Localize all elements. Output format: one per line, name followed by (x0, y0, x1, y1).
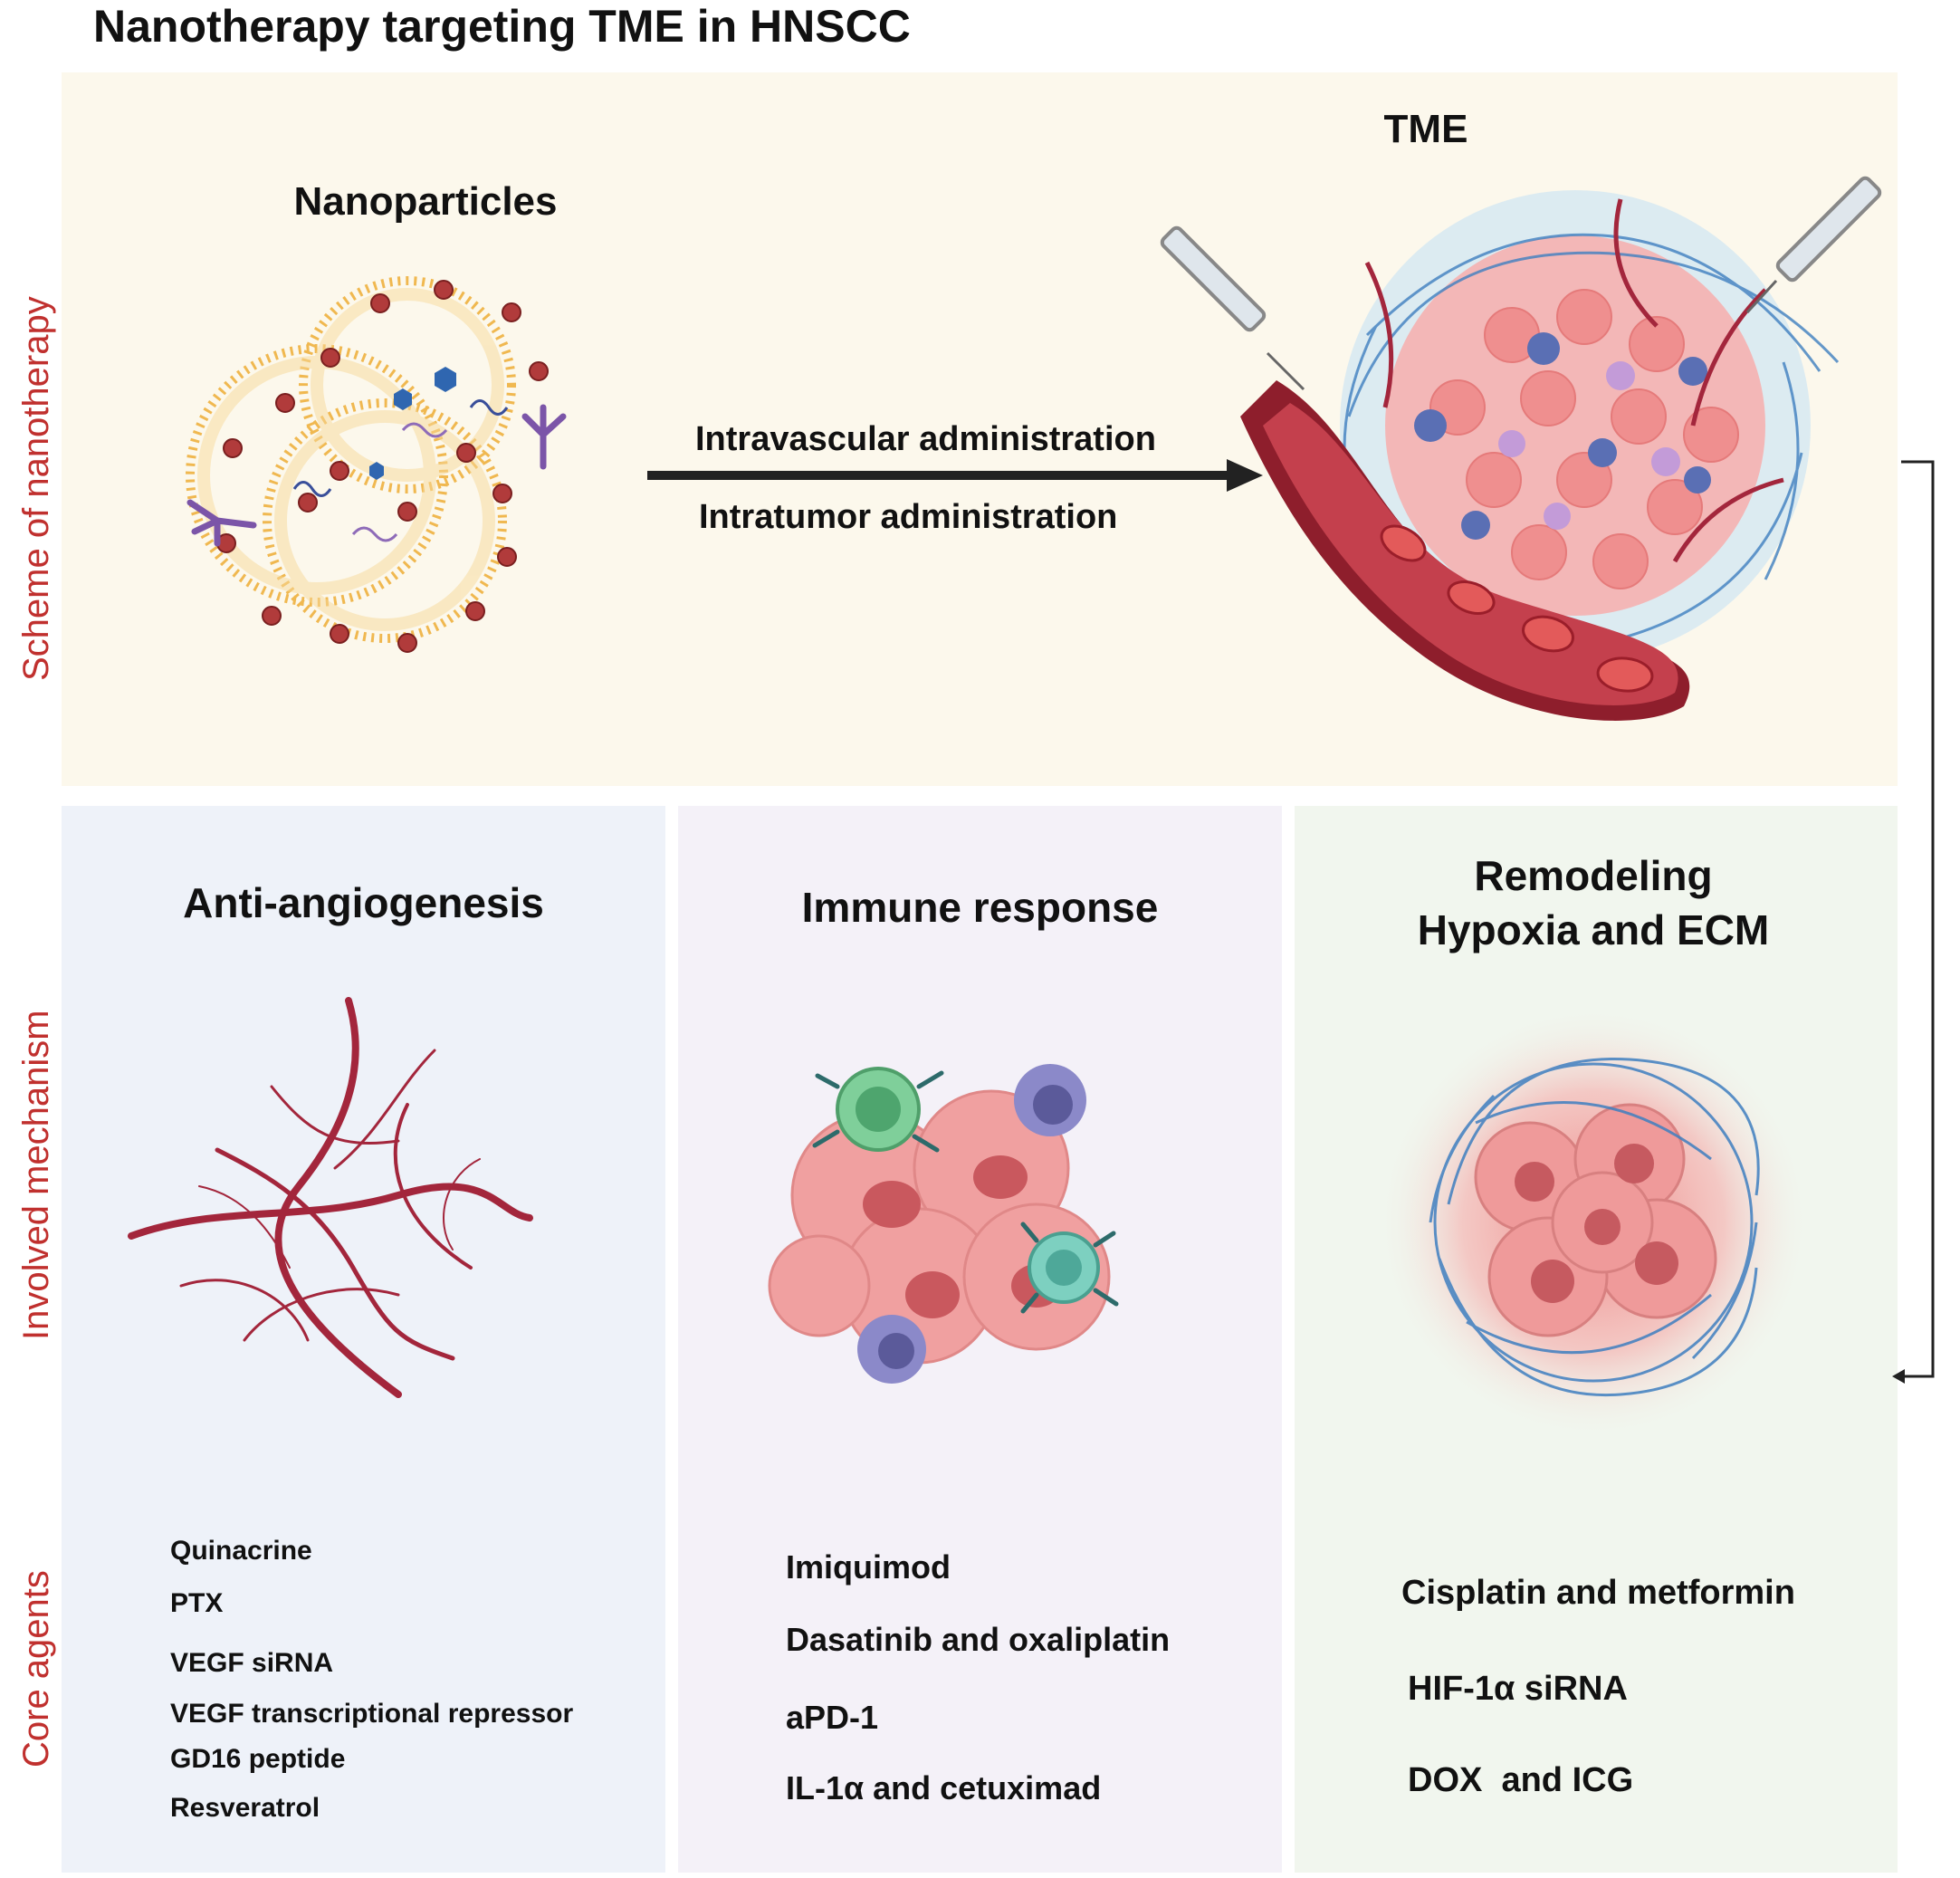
agent-resveratrol: Resveratrol (170, 1793, 320, 1823)
side-label-agents: Core agents (16, 1570, 56, 1768)
nanoparticles-label: Nanoparticles (293, 179, 558, 224)
agent-vegf-sirna: VEGF siRNA (170, 1648, 334, 1678)
heading-remodeling-line1: Remodeling (1474, 852, 1713, 899)
blood-vessel-illustration (128, 997, 533, 1398)
tumor-ecm-illustration (1376, 1005, 1811, 1440)
agent-apd1: aPD-1 (786, 1699, 879, 1736)
tme-label: TME (1383, 107, 1468, 151)
agent-cisplatin-metformin: Cisplatin and metformin (1401, 1574, 1795, 1612)
side-label-mechanism: Involved mechanism (16, 1010, 56, 1340)
agent-imiquimod: Imiquimod (786, 1548, 951, 1586)
agent-gd16-peptide: GD16 peptide (170, 1744, 346, 1774)
agent-hif1a-sirna: HIF-1α siRNA (1408, 1670, 1628, 1708)
side-label-scheme: Scheme of nanotherapy (16, 296, 56, 681)
figure-title: Nanotherapy targeting TME in HNSCC (93, 1, 911, 52)
heading-remodeling-line2: Hypoxia and ECM (1417, 906, 1770, 953)
heading-immune-response: Immune response (801, 884, 1159, 931)
heading-anti-angiogenesis: Anti-angiogenesis (183, 879, 544, 926)
administration-arrow (647, 459, 1263, 492)
route-intratumor: Intratumor administration (699, 498, 1118, 536)
anti-angiogenesis-panel (62, 806, 665, 1873)
agent-ptx: PTX (170, 1588, 224, 1618)
tme-illustration (1160, 176, 1882, 721)
route-intravascular: Intravascular administration (695, 420, 1156, 458)
agent-dasatinib-oxaliplatin: Dasatinib and oxaliplatin (786, 1621, 1171, 1658)
agent-dox-icg: DOX and ICG (1408, 1761, 1634, 1799)
immune-cell-illustration (768, 1064, 1119, 1384)
nanoparticle-illustration (186, 276, 567, 653)
agent-vegf-repressor: VEGF transcriptional repressor (170, 1699, 574, 1729)
immune-response-panel (678, 806, 1282, 1873)
agent-quinacrine: Quinacrine (170, 1536, 312, 1566)
flow-connector-arrow (1892, 460, 1935, 1384)
agent-il1a-cetuximad: IL-1α and cetuximad (786, 1769, 1102, 1806)
